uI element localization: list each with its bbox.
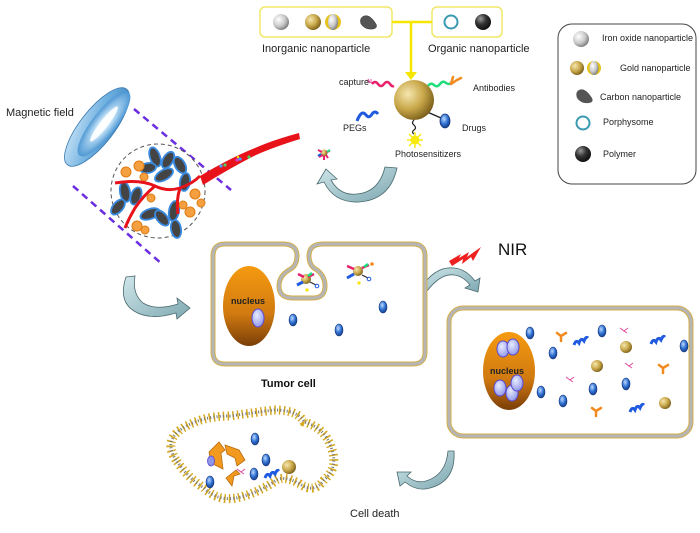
released-drugs — [525, 324, 689, 408]
nucleus-vesicle — [251, 308, 265, 328]
legend-item-porphysome: Porphysome — [603, 117, 654, 127]
arrow-uptake[interactable] — [316, 166, 398, 203]
magnetic-field-label: Magnetic field — [6, 107, 74, 119]
dying-cell-drugs — [205, 432, 271, 489]
gold-nanoparticle-icon — [305, 14, 321, 30]
drug-icon — [439, 113, 451, 129]
nucleus-fragments — [208, 441, 246, 487]
photosensitizer-icon — [407, 132, 423, 148]
porphysome-icon — [443, 14, 459, 30]
tumor-nucleus — [223, 266, 275, 346]
magnetic-field-dashes — [72, 108, 232, 266]
photosensitizer-linker — [411, 119, 417, 135]
peg-ligand — [355, 110, 380, 122]
arrow-to-tumor-cell[interactable] — [122, 275, 191, 320]
released-pegs — [572, 334, 667, 414]
treated-cell — [446, 305, 694, 439]
mini-nanoparticle — [317, 149, 331, 160]
inorganic-nanoparticle-label: Inorganic nanoparticle — [262, 43, 371, 55]
organic-nanoparticle-label: Organic nanoparticle — [428, 43, 530, 55]
functionalized-nanoparticle — [355, 75, 463, 148]
legend-item-gold: Gold nanoparticle — [620, 63, 691, 73]
tumor-cells — [110, 146, 192, 239]
capture-tip — [365, 78, 372, 84]
organic-nanoparticle-box — [431, 6, 503, 38]
capture-label: capture — [339, 77, 370, 87]
legend-item-polymer: Polymer — [603, 149, 637, 159]
tumor-cell — [210, 241, 428, 367]
released-gold-particles — [591, 341, 671, 409]
antibodies-label: Antibodies — [473, 83, 516, 93]
legend-item-iron-oxide: Iron oxide nanoparticle — [602, 33, 694, 43]
yellow-connector — [392, 20, 432, 80]
released-capture-molecules — [565, 327, 634, 383]
pegs-label: PEGs — [343, 123, 367, 133]
arrow-cell-death[interactable] — [396, 450, 455, 490]
capture-ligand — [371, 80, 395, 88]
nucleus-vesicles — [493, 338, 524, 402]
magnetic-lens — [64, 87, 131, 167]
released-antibodies — [555, 331, 670, 418]
drugs-label: Drugs — [462, 123, 487, 133]
tumor-cell-drugs — [288, 300, 388, 337]
nucleus-label-treated: nucleus — [490, 366, 525, 376]
main-blood-vessel — [200, 133, 300, 185]
gold-shell-nanoparticle-icon — [325, 14, 341, 30]
legend-item-carbon: Carbon nanoparticle — [600, 92, 682, 102]
vessel-nanoparticles — [219, 155, 251, 168]
connector-arrowhead — [405, 72, 417, 80]
arrow-nir[interactable] — [420, 267, 481, 293]
carbon-nanoparticle-icon — [360, 15, 377, 30]
nir-lightning-icon — [449, 247, 481, 266]
dying-cell-peg — [263, 468, 281, 480]
cell-death-label: Cell death — [350, 508, 400, 520]
inorganic-nanoparticle-box — [259, 6, 393, 38]
photosensitizers-label: Photosensitizers — [395, 149, 462, 159]
gold-nanoparticle-core — [394, 80, 434, 120]
free-nanoparticle — [346, 262, 374, 285]
blood-vessel — [114, 174, 202, 229]
tumor-tissue — [110, 133, 331, 239]
dying-cell-capture — [236, 468, 246, 475]
tumor-cell-label: Tumor cell — [261, 378, 316, 390]
endocytosed-nanoparticle — [296, 272, 320, 292]
dying-cell-gold — [282, 460, 296, 474]
iron-oxide-icon — [273, 14, 289, 30]
dying-cell — [166, 405, 339, 504]
antibody-ligand — [427, 80, 452, 88]
nir-label: NIR — [498, 240, 528, 259]
nucleus-label-tumor: nucleus — [231, 296, 266, 306]
legend-box — [557, 23, 697, 185]
polymer-icon — [475, 14, 491, 30]
antibody-icon — [449, 75, 463, 86]
immune-cells — [120, 160, 206, 235]
